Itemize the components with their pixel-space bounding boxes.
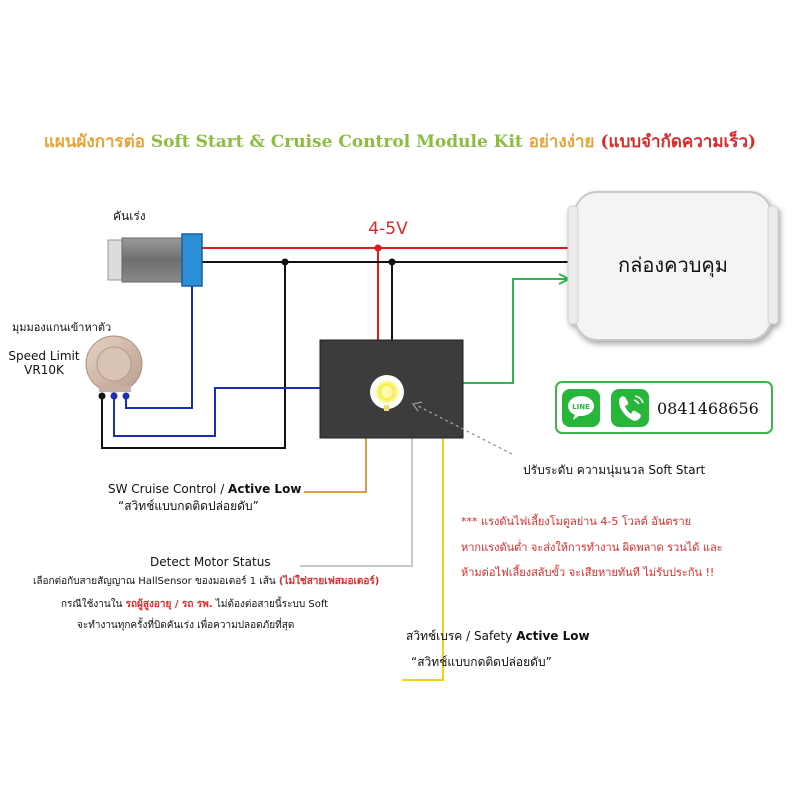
detect-motor-line2-c: ไม่ต้องต่อสายนี้ระบบ Soft xyxy=(213,596,329,610)
detect-motor-line2: กรณีใช้งานใน รถผู้สูงอายุ / รถ รพ. ไม่ต้… xyxy=(61,596,328,611)
blue-wire-pot-wiper xyxy=(113,387,320,437)
line-icon-text: LINE xyxy=(572,403,590,411)
detect-motor-line2-a: กรณีใช้งานใน xyxy=(61,598,126,610)
throttle-icon xyxy=(107,233,203,287)
soft-start-pointer-arrow xyxy=(411,401,423,412)
junction-red xyxy=(374,244,382,252)
yellow-wire-brake xyxy=(402,438,444,681)
control-box xyxy=(567,191,779,341)
detect-motor-warning: (ไม่ใช่สายเฟสมอเตอร์) xyxy=(279,574,380,587)
pot-pin-3 xyxy=(122,392,130,400)
diagram-title: แผนผังการต่อ Soft Start & Cruise Control… xyxy=(44,129,756,152)
warning-line2: หากแรงดันต่ำ จะส่งให้การทำงาน ผิดพลาด รว… xyxy=(461,539,723,554)
pot-name-line2: VR10K xyxy=(24,363,65,377)
title-thai-simple: อย่างง่าย xyxy=(529,132,595,152)
detect-motor-vehicle-type: รถผู้สูงอายุ / รถ รพ. xyxy=(126,598,213,611)
phone-number: 0841468656 xyxy=(657,399,759,418)
pot-pin-2 xyxy=(110,392,118,400)
sw-cruise-active-low: Active Low xyxy=(228,482,301,496)
phone-icon xyxy=(611,389,649,427)
potentiometer-icon xyxy=(85,335,143,393)
soft-start-module xyxy=(319,339,464,439)
sw-cruise-line2: “สวิทช์แบบกดติดปล่อยดับ” xyxy=(118,499,259,513)
gray-wire-detect-motor xyxy=(300,438,413,567)
sw-cruise-text: SW Cruise Control / xyxy=(108,482,228,496)
pot-pin-1 xyxy=(98,392,106,400)
brake-text: สวิทช์เบรค / Safety xyxy=(406,629,516,643)
pot-name-line1: Speed Limit xyxy=(8,349,79,363)
brake-line1: สวิทช์เบรค / Safety Active Low xyxy=(406,629,590,643)
detect-motor-title: Detect Motor Status xyxy=(150,555,271,569)
brake-active-low: Active Low xyxy=(516,629,589,643)
brake-line2: “สวิทช์แบบกดติดปล่อยดับ” xyxy=(411,655,552,669)
warning-line1: *** แรงดันไฟเลี้ยงโมดูลย่าน 4-5 โวลต์ อั… xyxy=(461,513,691,528)
detect-motor-line1-text: เลือกต่อกับสายสัญญาณ HallSensor ของมอเตอ… xyxy=(33,575,279,587)
junction-black-module xyxy=(388,258,396,266)
pot-view-note: มุมมองแกนเข้าหาตัว xyxy=(12,321,111,334)
warning-line3: ห้ามต่อไฟเลี้ยงสลับขั้ว จะเสียหายทันที ไ… xyxy=(461,564,714,579)
junction-black-pot xyxy=(281,258,289,266)
control-box-label: กล่องควบคุม xyxy=(618,253,728,278)
title-speed-limited: (แบบจำกัดความเร็ว) xyxy=(600,129,756,152)
detect-motor-line3: จะทำงานทุกครั้งที่บิดคันเร่ง เพื่อความปล… xyxy=(77,617,294,631)
throttle-label: คันเร่ง xyxy=(113,209,146,223)
black-wire-to-pot xyxy=(101,262,286,449)
blue-wire-throttle-signal xyxy=(125,272,193,409)
soft-start-label: ปรับระดับ ความนุ่มนวล Soft Start xyxy=(523,463,706,478)
title-thai-prefix: แผนผังการต่อ xyxy=(44,132,145,152)
orange-wire-cruise-switch xyxy=(304,438,367,493)
green-wire-output xyxy=(463,278,568,384)
sw-cruise-line1: SW Cruise Control / Active Low xyxy=(108,482,301,496)
voltage-label: 4-5V xyxy=(368,219,408,239)
title-module-name: Soft Start & Cruise Control Module Kit xyxy=(151,132,529,152)
contact-box: LINE 0841468656 xyxy=(555,381,773,434)
detect-motor-line1: เลือกต่อกับสายสัญญาณ HallSensor ของมอเตอ… xyxy=(33,574,379,587)
